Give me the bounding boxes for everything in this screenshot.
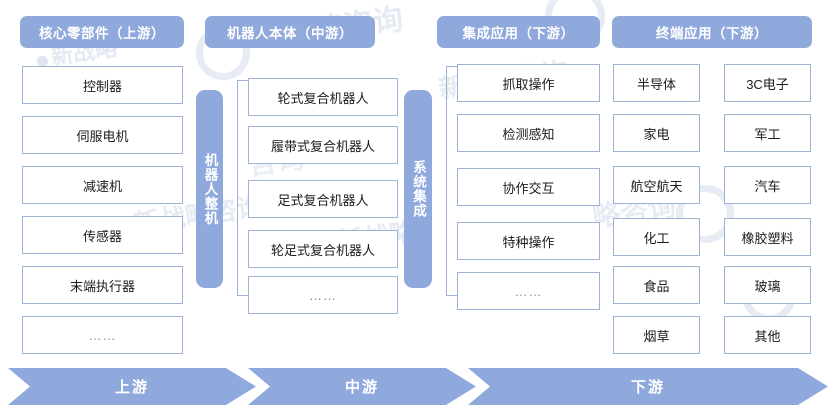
item-box-tobacco[interactable]: 烟草	[613, 316, 700, 354]
item-box-reducer[interactable]: 减速机	[22, 166, 183, 204]
item-box-integration-more[interactable]: ……	[457, 272, 600, 310]
item-box-semiconductor[interactable]: 半导体	[613, 64, 700, 102]
item-box-wheeled-composite-robot[interactable]: 轮式复合机器人	[248, 78, 398, 116]
item-box-rubber-plastics[interactable]: 橡胶塑料	[724, 218, 811, 256]
item-box-legged-composite-robot[interactable]: 足式复合机器人	[248, 180, 398, 218]
group-bar-system-integration: 系统集成	[404, 90, 432, 288]
item-box-3c-electronics[interactable]: 3C电子	[724, 64, 811, 102]
group-bar-robot-whole-machine: 机器人整机	[196, 90, 223, 288]
item-box-tracked-composite-robot[interactable]: 履带式复合机器人	[248, 126, 398, 164]
column-header-downstream-terminal-application: 终端应用（下游）	[612, 16, 812, 48]
group-bar-system-integration-label: 系统集成	[410, 160, 426, 218]
item-box-other[interactable]: 其他	[724, 316, 811, 354]
item-box-end-effector[interactable]: 末端执行器	[22, 266, 183, 304]
item-box-aerospace[interactable]: 航空航天	[613, 166, 700, 204]
column-header-downstream-integrated-application: 集成应用（下游）	[437, 16, 600, 48]
item-box-glass[interactable]: 玻璃	[724, 266, 811, 304]
item-box-chemical-industry[interactable]: 化工	[613, 218, 700, 256]
item-box-military[interactable]: 军工	[724, 114, 811, 152]
column-header-midstream-robot-body: 机器人本体（中游）	[205, 16, 375, 48]
item-box-collaborative-interaction[interactable]: 协作交互	[457, 168, 600, 206]
item-box-controller[interactable]: 控制器	[22, 66, 183, 104]
item-box-food[interactable]: 食品	[613, 266, 700, 304]
item-box-upstream-more[interactable]: ……	[22, 316, 183, 354]
item-box-automobile[interactable]: 汽车	[724, 166, 811, 204]
group-bar-robot-whole-machine-label: 机器人整机	[202, 152, 218, 226]
bracket-downstream-integration	[446, 66, 457, 296]
item-box-wheel-legged-composite-robot[interactable]: 轮足式复合机器人	[248, 230, 398, 268]
column-header-upstream-core-parts: 核心零部件（上游）	[20, 16, 184, 48]
item-box-servo-motor[interactable]: 伺服电机	[22, 116, 183, 154]
item-box-home-appliance[interactable]: 家电	[613, 114, 700, 152]
flow-arrow-upstream[interactable]: 上游	[8, 368, 256, 405]
item-box-special-operation[interactable]: 特种操作	[457, 222, 600, 260]
bracket-midstream	[237, 80, 248, 296]
item-box-grasping-operation[interactable]: 抓取操作	[457, 64, 600, 102]
flow-arrow-midstream[interactable]: 中游	[248, 368, 476, 405]
flow-arrow-downstream[interactable]: 下游	[468, 368, 828, 405]
item-box-sensor[interactable]: 传感器	[22, 216, 183, 254]
item-box-midstream-more[interactable]: ……	[248, 276, 398, 314]
item-box-detection-perception[interactable]: 检测感知	[457, 114, 600, 152]
